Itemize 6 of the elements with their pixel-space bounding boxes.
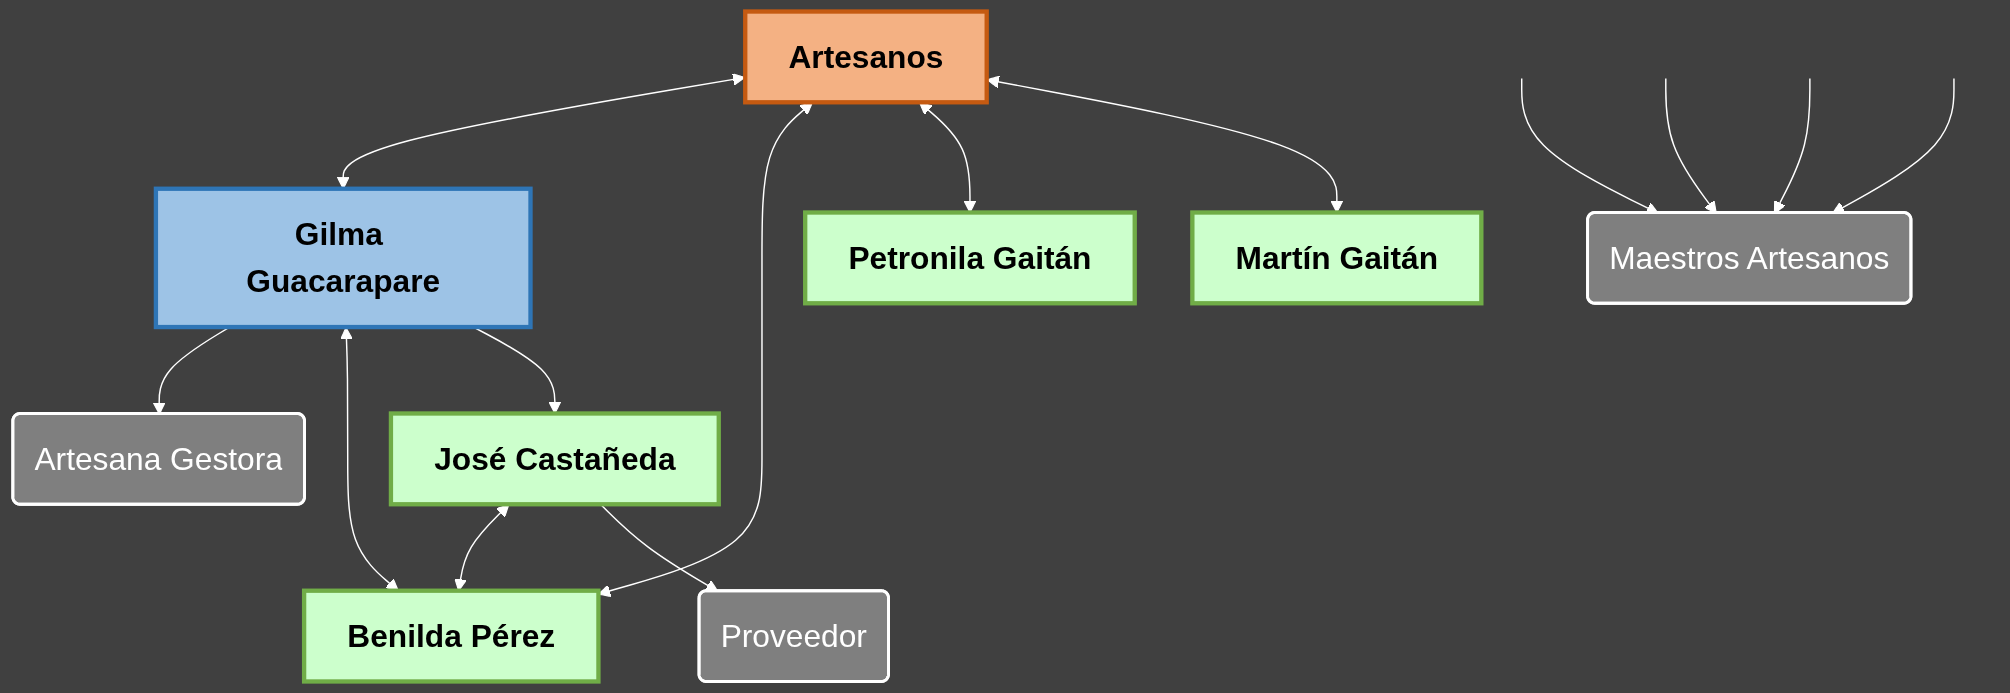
node-box: Martín Gaitán bbox=[1190, 210, 1484, 306]
node-box: Artesanos bbox=[743, 9, 989, 105]
node-box: Gilma Guacarapare bbox=[153, 186, 533, 330]
node-box: Petronila Gaitán bbox=[803, 210, 1137, 306]
node-box: José Castañeda bbox=[388, 411, 721, 507]
node-box: Benilda Pérez bbox=[301, 588, 601, 684]
